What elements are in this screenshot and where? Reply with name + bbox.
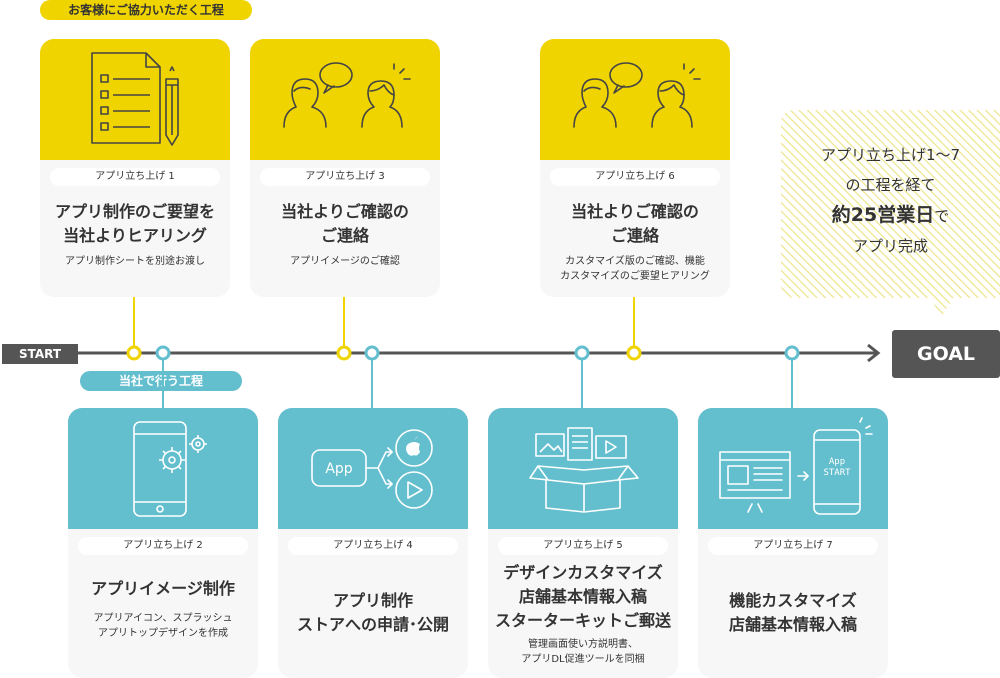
step-card-2: アプリ立ち上げ 2 アプリイメージ制作 アプリアイコン、スプラッシュ アプリトッ… [68, 408, 258, 678]
card-illustration [40, 39, 230, 160]
card-illustration [540, 39, 730, 160]
card-illustration [488, 408, 678, 529]
app-store-icon: App [311, 429, 433, 509]
card-illustration: App START [698, 408, 888, 529]
phone-gears-icon [133, 421, 207, 517]
step-label: アプリ立ち上げ 4 [288, 537, 458, 555]
step-title: アプリ制作のご要望を 当社よりヒアリング [54, 202, 215, 245]
card-illustration [250, 39, 440, 160]
step-description: アプリアイコン、スプラッシュ アプリトップデザインを作成 [93, 613, 233, 639]
step-label: アプリ立ち上げ 2 [78, 537, 248, 555]
two-people-speech-icon [283, 62, 411, 128]
goal-note-bubble [781, 110, 1000, 318]
step-title: 当社よりご確認の ご連絡 [281, 202, 409, 245]
timeline [78, 340, 881, 410]
our-process-label: 当社で行う工程 [80, 371, 242, 391]
step-card-5: アプリ立ち上げ 5 デザインカスタマイズ 店舗基本情報入稿 スターターキットご郵… [488, 408, 678, 678]
step-label: アプリ立ち上げ 1 [50, 168, 220, 186]
goal-note-line2: の工程を経て [845, 176, 936, 194]
card-illustration: App [278, 408, 468, 529]
goal-note-line3: 約25営業日で [781, 200, 1000, 231]
goal-note-text: アプリ立ち上げ1～7 の工程を経て 約25営業日で アプリ完成 [781, 140, 1000, 261]
customer-process-label: お客様にご協力いただく工程 [40, 0, 252, 20]
goal-note-days: 約25営業日 [831, 204, 935, 226]
step-title: デザインカスタマイズ 店舗基本情報入稿 スターターキットご郵送 [494, 563, 671, 630]
step-label: アプリ立ち上げ 5 [498, 537, 668, 555]
step-card-3: アプリ立ち上げ 3 当社よりご確認の ご連絡 アプリイメージのご確認 [250, 39, 440, 297]
step-title: 機能カスタマイズ 店舗基本情報入稿 [728, 591, 857, 634]
step-card-1: アプリ立ち上げ 1 アプリ制作のご要望を 当社よりヒアリング アプリ制作シートを… [40, 39, 230, 297]
step-label: アプリ立ち上げ 6 [550, 168, 720, 186]
start-label: START [2, 344, 78, 364]
step-label: アプリ立ち上げ 3 [260, 168, 430, 186]
card-illustration [68, 408, 258, 529]
goal-note-suffix: で [934, 207, 950, 225]
step-description: 管理画面使い方説明書、 アプリDL促進ツールを同梱 [521, 639, 645, 665]
step-title: 当社よりご確認の ご連絡 [571, 202, 699, 245]
goal-note-line1: アプリ立ち上げ1～7 [820, 146, 961, 164]
app-label: App [325, 461, 352, 477]
step-description: カスタマイズ版のご確認、機能 カスタマイズのご要望ヒアリング [560, 256, 710, 282]
goal-label: GOAL [892, 330, 1000, 378]
step-title: アプリイメージ制作 [91, 579, 235, 598]
document-pencil-icon [91, 52, 179, 146]
browser-phone-app-start-icon: App START [719, 417, 873, 515]
step-card-4: App アプリ立ち上げ 4 アプリ制作 ストアへの申請･公開 [278, 408, 468, 678]
app-start-line1: App [829, 457, 845, 467]
app-start-line2: START [823, 468, 851, 478]
goal-note-line4: アプリ完成 [852, 237, 928, 255]
step-card-6: アプリ立ち上げ 6 当社よりご確認の ご連絡 カスタマイズ版のご確認、機能 カス… [540, 39, 730, 297]
two-people-speech-icon [573, 62, 701, 128]
step-description: アプリ制作シートを別途お渡し [65, 256, 205, 267]
step-description: アプリイメージのご確認 [290, 256, 400, 267]
step-title: アプリ制作 ストアへの申請･公開 [296, 591, 449, 634]
open-box-media-icon [529, 427, 639, 513]
step-card-7: App START アプリ立ち上げ 7 機能カスタマイズ 店舗基本情報入稿 [698, 408, 888, 678]
step-label: アプリ立ち上げ 7 [708, 537, 878, 555]
